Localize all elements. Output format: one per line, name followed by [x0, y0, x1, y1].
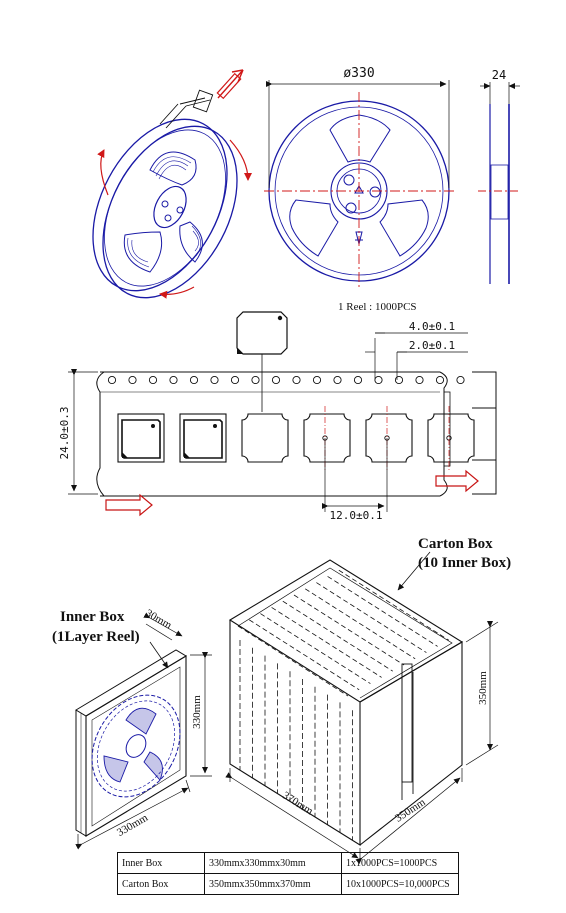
reel-side-view — [478, 82, 520, 284]
sprocket-hole — [333, 375, 342, 385]
carton-length-label: 370mm — [280, 789, 315, 817]
carton-top-dash — [293, 594, 405, 666]
tape-pocket — [179, 413, 227, 463]
sprocket-hole — [271, 375, 281, 385]
sprocket-hole — [107, 375, 117, 385]
inner-height-label: 330mm — [191, 695, 203, 729]
carton-top-dash — [282, 600, 394, 672]
carton-top-dash — [327, 576, 438, 647]
carton-top-dash — [248, 619, 360, 691]
carton-leader — [397, 551, 431, 591]
spec-cell-qty: 1x1000PCS=1000PCS — [341, 852, 459, 874]
sprocket-holes — [107, 375, 465, 385]
tape-width-label: 24.0±0.3 — [58, 407, 71, 460]
spec-cell-qty: 10x1000PCS=10,000PCS — [341, 873, 459, 895]
sprocket-hole — [456, 375, 465, 385]
reel-perspective-view — [92, 89, 238, 299]
sprocket-hole — [230, 375, 240, 385]
sprocket-hole — [312, 375, 322, 385]
inner-box-dimensions — [75, 612, 212, 850]
tape-pocket — [241, 413, 289, 463]
inner-title-line2: (1Layer Reel) — [52, 629, 140, 645]
carton-top-dash — [304, 588, 416, 660]
pocket-pitch-label: 12.0±0.1 — [330, 509, 383, 522]
carton-top-dash — [237, 625, 349, 697]
spec-cell-size: 330mmx330mmx30mm — [204, 852, 342, 874]
inner-leader — [149, 641, 169, 669]
carton-height-label: 350mm — [477, 671, 489, 705]
carton-top-dash — [271, 607, 382, 678]
sprocket-hole — [148, 375, 158, 385]
spec-cell-size: 350mmx350mmx370mm — [204, 873, 342, 895]
carton-dimensions — [225, 621, 499, 865]
reel-width-label: 24 — [492, 68, 506, 82]
sprocket-hole — [251, 375, 260, 385]
sprocket-hole — [415, 375, 424, 385]
hole-offset-label: 2.0±0.1 — [409, 339, 455, 352]
sprocket-hole — [210, 375, 219, 385]
reel-rotation-arrows — [97, 69, 252, 299]
tape-pocket — [303, 406, 351, 470]
tape-pocket — [427, 406, 475, 470]
spec-cell-name: Inner Box — [117, 852, 205, 874]
reel-quantity-label: 1 Reel : 1000PCS — [338, 301, 417, 313]
sprocket-hole — [169, 375, 178, 385]
inner-box — [75, 649, 187, 837]
tape-dimensions — [68, 332, 468, 512]
spec-cell-name: Carton Box — [117, 873, 205, 895]
inner-depth-label: 30mm — [143, 607, 174, 632]
carton-top-dash — [260, 613, 371, 684]
sprocket-hole — [394, 375, 404, 385]
reel-front-view — [264, 80, 455, 290]
tape-feed-arrows — [105, 469, 479, 517]
carton-top-dash — [316, 582, 427, 653]
sprocket-hole — [189, 375, 199, 385]
carton-top-dash — [338, 569, 450, 641]
tape-pitch-label: 4.0±0.1 — [409, 320, 455, 333]
carton-title-line2: (10 Inner Box) — [418, 555, 511, 571]
carrier-tape — [96, 371, 497, 497]
sprocket-hole — [353, 375, 363, 385]
carton-title-line1: Carton Box — [418, 536, 493, 552]
carton-width-label: 350mm — [393, 796, 428, 825]
tape-pocket — [117, 413, 165, 463]
inner-title-line1: Inner Box — [60, 609, 125, 625]
tape-pocket — [365, 406, 413, 470]
sprocket-hole — [374, 375, 383, 385]
sprocket-hole — [435, 375, 445, 385]
component-top-view — [236, 311, 288, 412]
sprocket-hole — [292, 375, 301, 385]
reel-diameter-label: ø330 — [343, 66, 374, 81]
tape-pockets — [117, 406, 475, 470]
sprocket-hole — [128, 375, 137, 385]
